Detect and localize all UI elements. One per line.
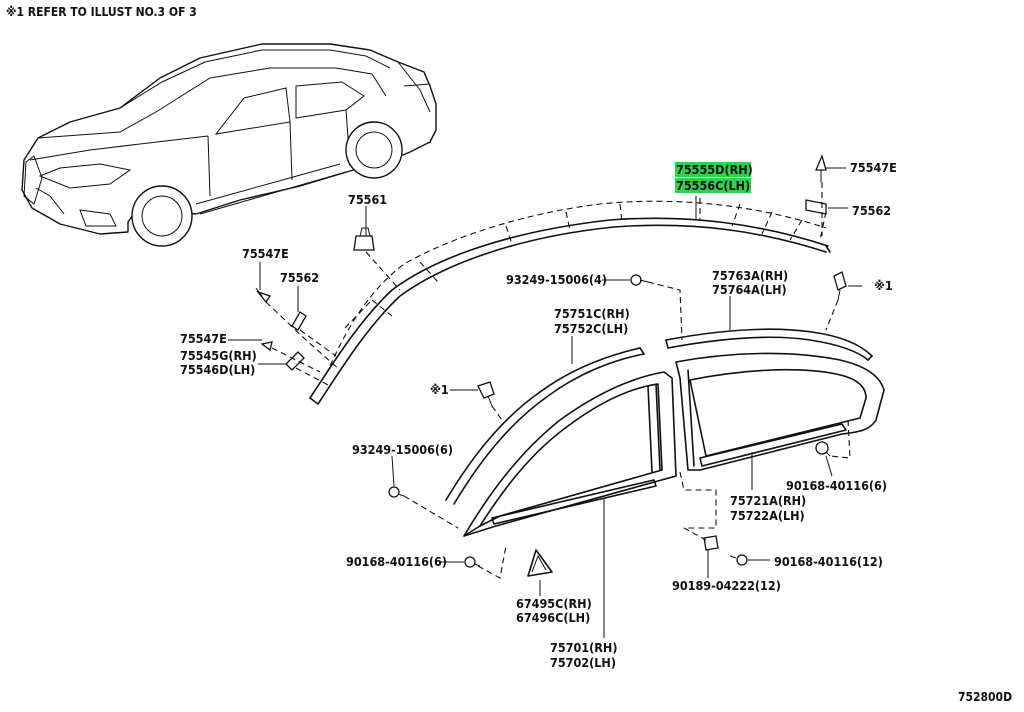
label-75547E-left2[interactable]: 75547E <box>180 331 227 346</box>
label-75562-left[interactable]: 75562 <box>280 270 319 285</box>
label-67495C[interactable]: 67495C(RH) <box>516 596 592 611</box>
label-90168-40116-12[interactable]: 90168-40116(12) <box>774 554 883 569</box>
highlight-75556C <box>675 178 751 193</box>
screw-icon[interactable] <box>464 556 481 568</box>
label-75701[interactable]: 75701(RH) <box>550 640 617 655</box>
clip-icon[interactable] <box>353 227 375 251</box>
label-93249-15006-6[interactable]: 93249-15006(6) <box>352 442 453 457</box>
screw-icon[interactable] <box>815 441 831 457</box>
rear-door-frame-molding[interactable] <box>665 328 873 361</box>
label-75721A[interactable]: 75721A(RH) <box>730 493 806 508</box>
label-75556C[interactable]: 75556C(LH) <box>676 178 750 193</box>
rear-door-belt-molding[interactable] <box>699 423 847 467</box>
label-75547E-top[interactable]: 75547E <box>850 160 897 175</box>
screw-icon[interactable] <box>388 486 405 498</box>
label-ref1-left: ※1 <box>430 382 449 397</box>
label-67496C[interactable]: 67496C(LH) <box>516 610 590 625</box>
clip-icon[interactable] <box>805 199 827 215</box>
clip-icon[interactable] <box>255 287 272 304</box>
door-corner-cover[interactable] <box>527 549 553 577</box>
label-75722A[interactable]: 75722A(LH) <box>730 508 805 523</box>
screw-icon[interactable] <box>729 554 748 566</box>
label-90168-40116-6-left[interactable]: 90168-40116(6) <box>346 554 447 569</box>
clip-icon[interactable] <box>260 341 273 352</box>
car-illustration <box>21 43 437 247</box>
clip-icon[interactable] <box>285 351 305 371</box>
clip-icon[interactable] <box>477 381 495 407</box>
roof-drip-molding[interactable] <box>309 217 831 405</box>
front-door-belt-molding[interactable] <box>491 479 657 525</box>
label-ref1-right: ※1 <box>874 278 893 293</box>
clip-icon[interactable] <box>815 154 827 182</box>
label-75764A[interactable]: 75764A(LH) <box>712 282 787 297</box>
label-75547E-left[interactable]: 75547E <box>242 246 289 261</box>
label-75561[interactable]: 75561 <box>348 192 387 207</box>
label-75555D[interactable]: 75555D(RH) <box>676 162 753 177</box>
screw-icon[interactable] <box>630 274 649 286</box>
figure-code: 752800D <box>958 690 1012 704</box>
clip-icon[interactable] <box>291 311 307 331</box>
label-75545G[interactable]: 75545G(RH) <box>180 348 257 363</box>
label-75562-top[interactable]: 75562 <box>852 203 891 218</box>
rear-door-window-frame[interactable] <box>675 352 885 471</box>
label-93249-15006-4[interactable]: 93249-15006(4) <box>506 272 607 287</box>
label-75763A[interactable]: 75763A(RH) <box>712 268 788 283</box>
clip-icon[interactable] <box>703 535 719 551</box>
front-door-window-frame[interactable] <box>463 371 677 537</box>
label-90168-40116-6-right[interactable]: 90168-40116(6) <box>786 478 887 493</box>
highlight-75555D <box>675 162 751 177</box>
front-door-frame-molding[interactable] <box>445 347 645 505</box>
refer-note: ※1 REFER TO ILLUST NO.3 OF 3 <box>6 5 197 19</box>
label-90189-04222-12[interactable]: 90189-04222(12) <box>672 578 781 593</box>
label-75546D[interactable]: 75546D(LH) <box>180 362 255 377</box>
label-75752C[interactable]: 75752C(LH) <box>554 321 628 336</box>
label-75702[interactable]: 75702(LH) <box>550 655 616 670</box>
label-75751C[interactable]: 75751C(RH) <box>554 306 630 321</box>
clip-icon[interactable] <box>833 271 847 301</box>
